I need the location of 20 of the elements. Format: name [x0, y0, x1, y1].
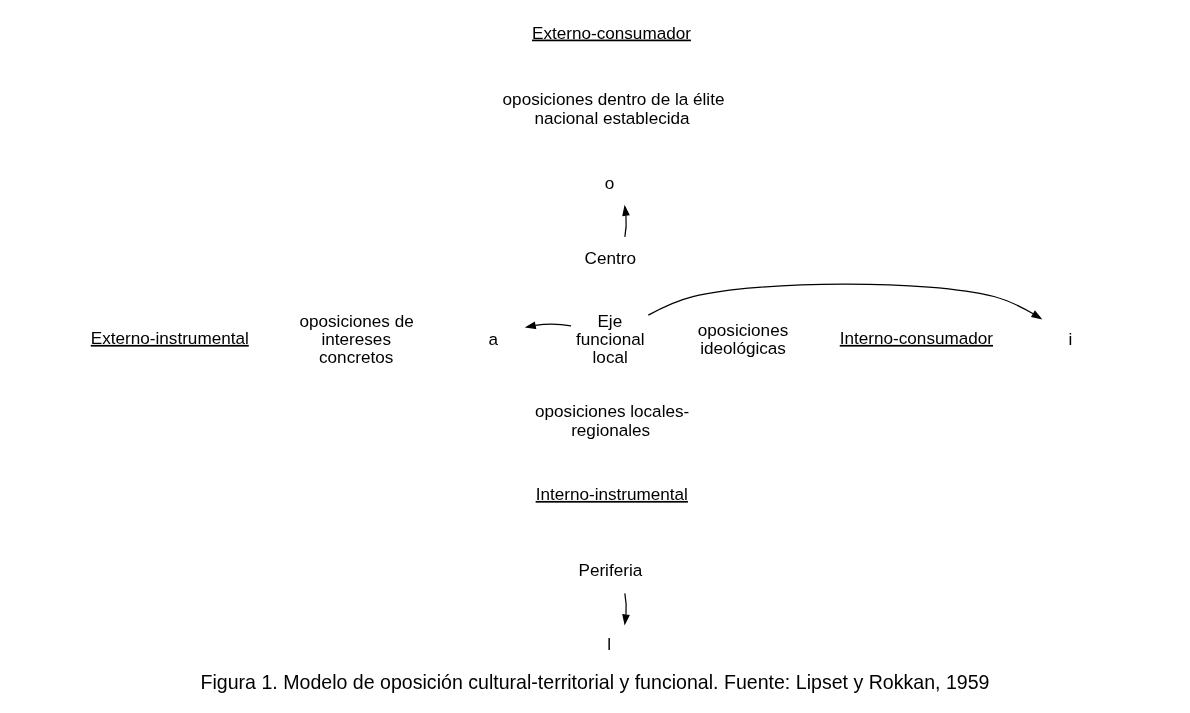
node-text: Periferia: [578, 559, 643, 580]
node-text: o: [604, 173, 615, 194]
arrow: [647, 283, 1043, 320]
caption: Figura 1. Modelo de oposición cultural-territorial y funcional. Fuente: Lipset y Rokkan, 1959: [200, 670, 990, 693]
label: Interno-instrumental: [535, 483, 688, 504]
node-text: i: [1068, 329, 1073, 350]
label: oposiciones ideológicas: [697, 319, 789, 359]
node-text: l: [607, 634, 612, 655]
label: Externo-consumador: [531, 22, 691, 43]
node-text: a: [488, 329, 499, 350]
label: oposiciones locales-regionales: [535, 401, 690, 440]
label: oposiciones de intereses concretos: [299, 310, 414, 368]
label: Externo-instrumental: [90, 327, 249, 348]
node-text: Centro: [584, 247, 636, 268]
arrow: [622, 592, 630, 626]
node-text: Eje funcional local: [576, 310, 645, 368]
arrow: [524, 321, 572, 330]
label: oposiciones dentro de la élite nacional establecida: [502, 89, 725, 128]
arrow: [622, 204, 630, 238]
label: Interno-consumador: [839, 327, 994, 348]
